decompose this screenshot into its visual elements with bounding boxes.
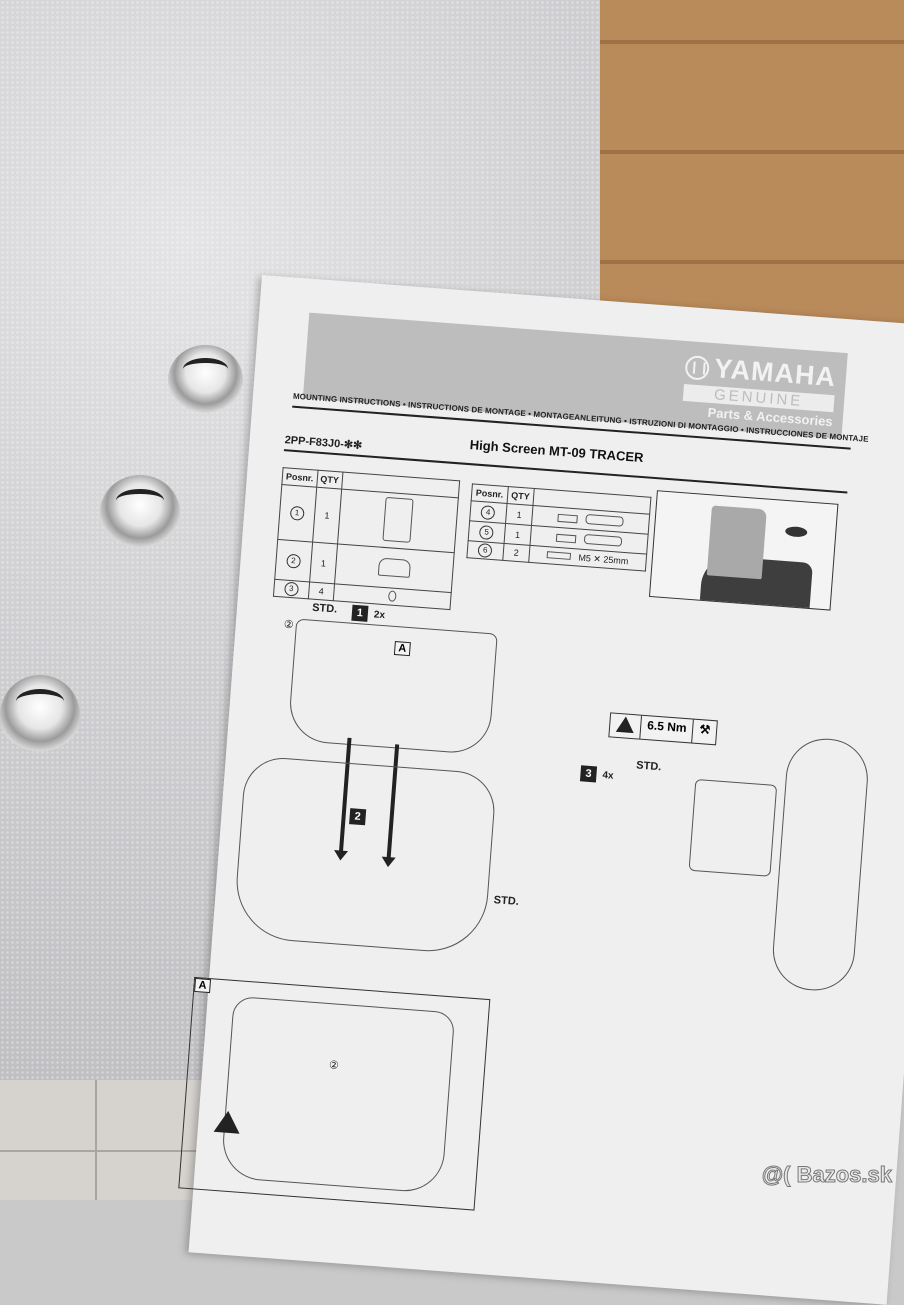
windscreen-icon — [382, 496, 414, 543]
windscreen-drawing — [232, 755, 498, 956]
torque-value: 6.5 Nm — [640, 715, 695, 743]
part-ref: ② — [328, 1059, 340, 1072]
instruction-sheet: YAMAHA GENUINE Parts & Accessories MOUNT… — [178, 275, 904, 1305]
std-label: STD. — [311, 601, 338, 616]
bolt-spec: M5 ✕ 25mm — [578, 552, 629, 566]
product-photo — [648, 490, 839, 611]
bracket-drawing — [287, 618, 498, 756]
pos-number: 1 — [289, 505, 305, 521]
step-3-qty: 4x — [602, 769, 614, 782]
mount-bracket-icon — [583, 533, 623, 547]
bracket-icon — [377, 557, 412, 578]
screen-mount-hole — [100, 475, 180, 550]
std-label: STD. — [635, 759, 662, 774]
qty: 1 — [309, 542, 338, 584]
mount-drawing — [688, 778, 778, 877]
pos-number: 3 — [283, 581, 299, 597]
pos-number: 4 — [480, 504, 496, 520]
pos-number: 6 — [477, 543, 493, 559]
screen-mount-hole — [168, 345, 243, 415]
pos-number: 2 — [285, 553, 301, 569]
qty: 4 — [307, 581, 335, 601]
part-ref: ② — [283, 618, 295, 632]
warning-icon — [213, 1109, 242, 1139]
std-label: STD. — [493, 894, 520, 909]
detail-inset-a: A ② — [178, 976, 491, 1211]
watermark: @( Bazos.sk — [761, 1162, 892, 1188]
step-3-badge: 3 — [579, 765, 598, 783]
yamaha-logo: YAMAHA GENUINE Parts & Accessories — [681, 351, 837, 429]
mount-icon — [557, 513, 579, 523]
pos-number: 5 — [479, 524, 495, 540]
screen-mount-hole — [0, 675, 80, 755]
motorcycle-drawing — [770, 735, 871, 994]
inset-label: A — [194, 977, 212, 994]
torque-spec: 6.5 Nm ⚒ — [608, 712, 719, 746]
qty: 2 — [502, 543, 530, 563]
washer-icon — [387, 589, 397, 602]
col-qty: QTY — [316, 470, 343, 490]
torque-wrench-icon: ⚒ — [699, 722, 711, 737]
mount-bracket-icon — [585, 513, 624, 527]
mount-icon — [556, 533, 577, 543]
warning-icon — [615, 715, 635, 734]
step-1-qty: 2x — [373, 609, 386, 622]
qty: 1 — [505, 503, 533, 526]
step-1-badge: 1 — [351, 604, 369, 622]
bolt-icon — [546, 550, 572, 560]
bracket-detail-drawing — [220, 995, 456, 1195]
document-title: High Screen MT-09 TRACER — [469, 437, 645, 466]
qty: 1 — [503, 523, 532, 546]
tuning-fork-icon — [684, 354, 711, 381]
cardboard-box — [600, 0, 904, 330]
col-qty: QTY — [506, 486, 535, 506]
